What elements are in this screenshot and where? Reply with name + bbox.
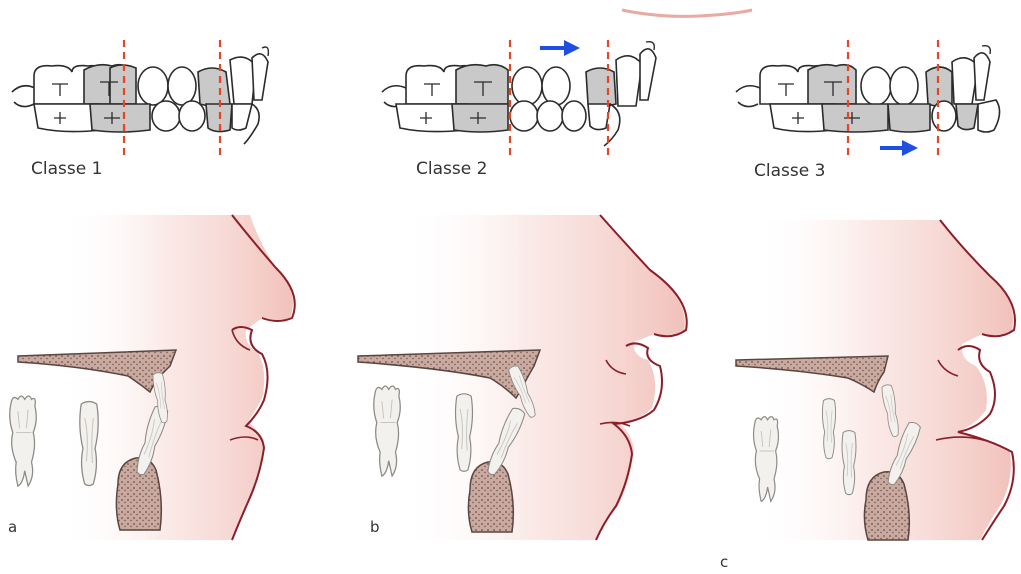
panel-letter-c: c [720,553,728,571]
panel-letter-b: b [370,518,380,536]
class1-dental-arch [12,40,268,160]
class3-dental-arch [736,40,1000,160]
class2-dental-arch [382,40,656,160]
class2-label: Classe 2 [416,159,487,179]
right-arrow-icon [540,40,580,56]
right-arrow-icon [880,140,918,156]
panel-letter-a: a [8,518,17,536]
top-fragment [622,10,752,16]
profile-class1 [10,215,295,540]
class1-label: Classe 1 [31,159,102,179]
profile-class2 [358,215,687,540]
profile-class3 [736,220,1015,540]
class3-label: Classe 3 [754,161,825,181]
